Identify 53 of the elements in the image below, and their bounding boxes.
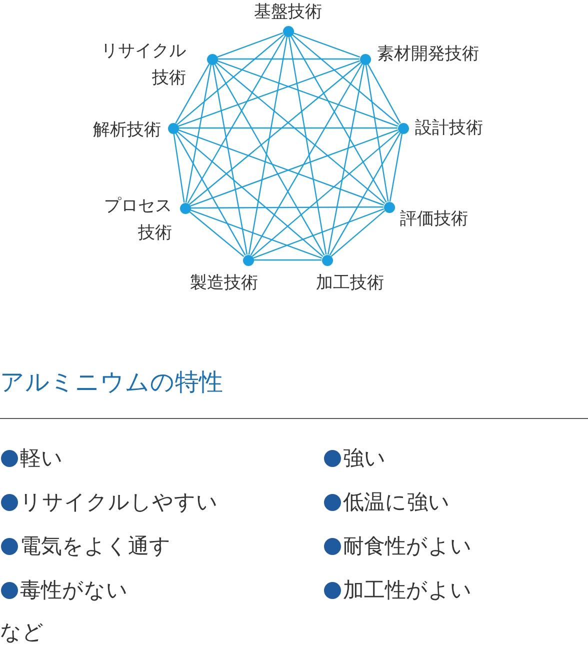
connector-line bbox=[218, 58, 360, 60]
connector-line bbox=[329, 132, 401, 256]
node-label: 素材開発技術 bbox=[377, 43, 479, 66]
connector-line bbox=[216, 32, 284, 58]
section-title: アルミニウムの特性 bbox=[0, 367, 223, 398]
connector-line bbox=[248, 36, 288, 255]
connector-line bbox=[216, 60, 398, 127]
node-label: プロセス技術 bbox=[104, 195, 172, 245]
list-item: 強い bbox=[343, 445, 386, 472]
list-item: 毒性がない bbox=[20, 577, 128, 604]
connector-line bbox=[188, 211, 244, 257]
connector-line bbox=[389, 133, 403, 202]
node-label: 基盤技術 bbox=[254, 1, 322, 24]
connector-line bbox=[178, 60, 360, 127]
connector-line bbox=[290, 35, 387, 203]
connector-line bbox=[327, 64, 365, 255]
connector-line bbox=[212, 64, 248, 255]
connector-line bbox=[250, 63, 363, 256]
connector-line bbox=[178, 127, 398, 129]
node-label: リサイクル技術 bbox=[101, 40, 186, 90]
list-item: 低温に強い bbox=[343, 489, 450, 516]
list-item: 耐食性がよい bbox=[343, 533, 472, 560]
connector-line bbox=[187, 35, 286, 204]
note-text: など bbox=[0, 619, 44, 646]
connector-line bbox=[173, 133, 185, 203]
node-label: 加工技術 bbox=[316, 272, 384, 295]
node-label: 解析技術 bbox=[93, 119, 161, 142]
list-item: 加工性がよい bbox=[343, 577, 472, 604]
connector-line bbox=[367, 64, 401, 124]
connector-line bbox=[252, 208, 384, 259]
connector-line bbox=[252, 131, 400, 257]
node-label: 製造技術 bbox=[190, 272, 258, 295]
connector-line bbox=[185, 64, 212, 203]
list-item: 電気をよく通す bbox=[20, 533, 171, 560]
connector-line bbox=[176, 131, 324, 257]
list-item: 軽い bbox=[20, 445, 63, 472]
connector-line bbox=[175, 64, 210, 124]
node-label: 設計技術 bbox=[415, 117, 483, 140]
connector-line bbox=[214, 63, 325, 256]
connector-line bbox=[292, 32, 360, 58]
connector-line bbox=[176, 34, 284, 125]
connector-line bbox=[216, 62, 386, 204]
connector-line bbox=[330, 210, 386, 257]
node-label: 評価技術 bbox=[400, 208, 468, 231]
connector-line bbox=[254, 259, 322, 261]
connector-line bbox=[292, 34, 400, 125]
connector-line bbox=[365, 64, 389, 202]
connector-line bbox=[188, 62, 362, 205]
connector-line bbox=[190, 209, 322, 259]
connector-line bbox=[190, 206, 384, 209]
connector-line bbox=[288, 36, 327, 255]
connector-line bbox=[175, 132, 246, 256]
list-item: リサイクルしやすい bbox=[20, 489, 218, 516]
